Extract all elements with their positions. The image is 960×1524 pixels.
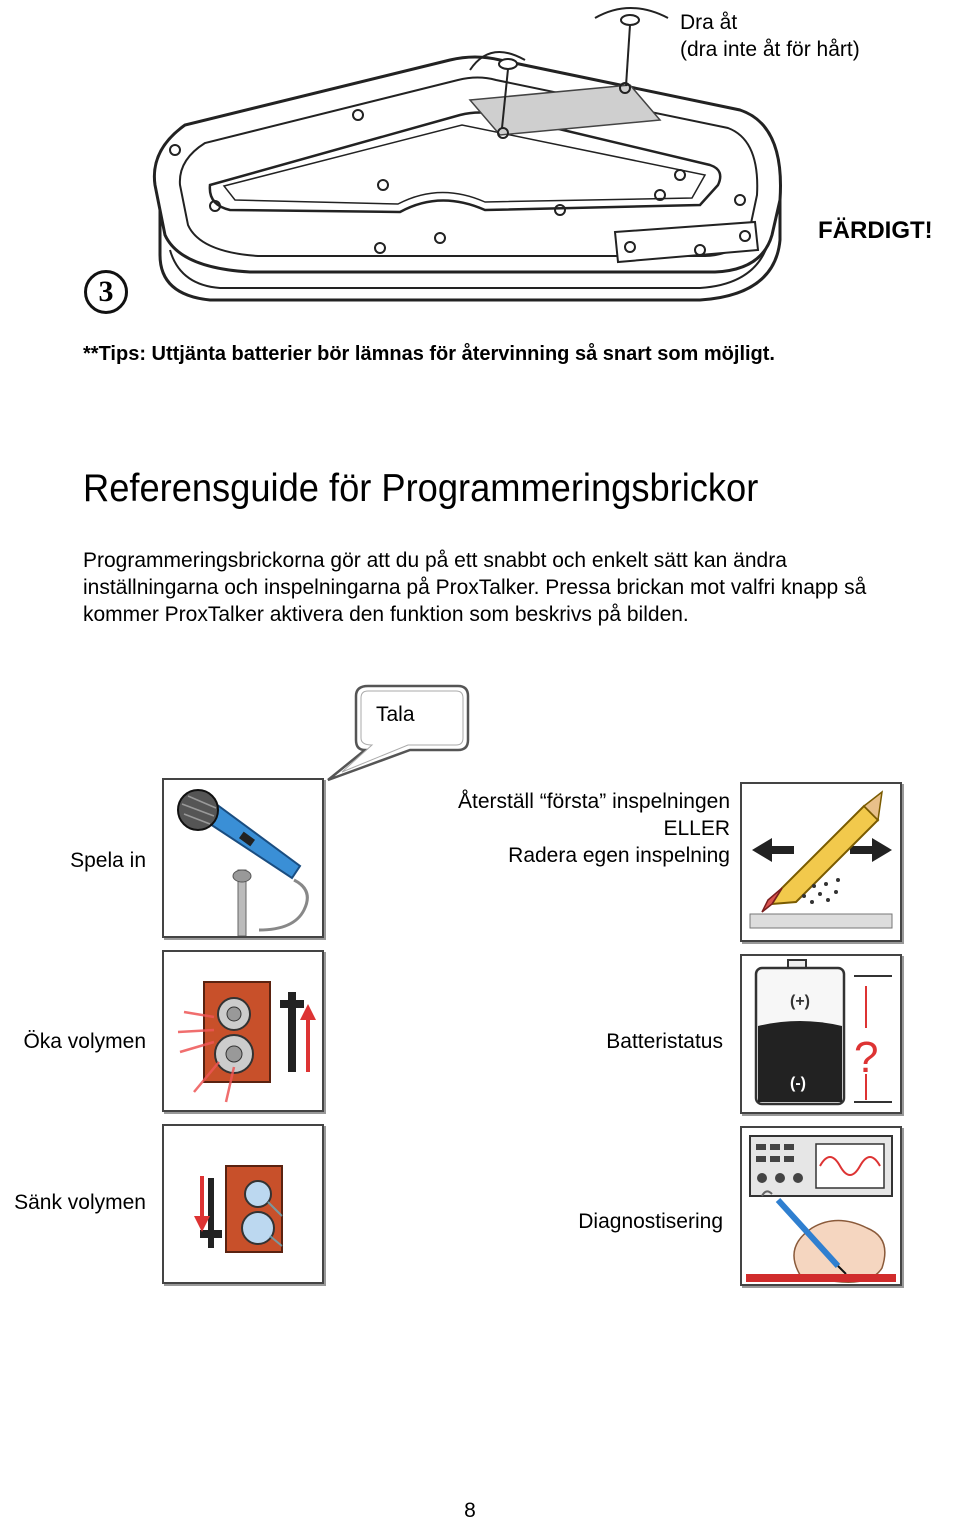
tighten-note: (dra inte åt för hårt) <box>680 38 860 61</box>
recycling-tip: **Tips: Uttjänta batterier bör lämnas fö… <box>83 343 775 365</box>
svg-text:(-): (-) <box>790 1075 806 1092</box>
svg-text:?: ? <box>854 1033 878 1082</box>
battery-label: Batteristatus <box>606 1030 723 1053</box>
record-card <box>162 778 324 938</box>
intro-line: inställningarna och inspelningarna på Pr… <box>83 576 867 599</box>
diagnostics-card <box>740 1126 902 1286</box>
section-title: Referensguide för Programmeringsbrickor <box>83 467 759 510</box>
svg-text:(+): (+) <box>790 993 810 1010</box>
reset-line: Återställ “första” inspelningen <box>458 790 730 813</box>
battery-icon: (+) (-) ? <box>754 959 892 1106</box>
speaker-volume-down-icon <box>194 1165 283 1253</box>
volume-down-label: Sänk volymen <box>14 1191 146 1214</box>
step-number-badge: 3 <box>84 270 128 314</box>
record-label: Spela in <box>70 849 146 872</box>
microphone-icon <box>177 789 309 936</box>
done-label: FÄRDIGT! <box>818 217 933 244</box>
page-number: 8 <box>464 1499 476 1522</box>
reset-label: Återställ “första” inspelningen ELLER Ra… <box>400 788 730 869</box>
volume-down-card <box>162 1124 324 1284</box>
reset-line: Radera egen inspelning <box>508 844 730 867</box>
reset-line: ELLER <box>663 817 730 840</box>
tighten-label: Dra åt <box>680 11 738 34</box>
volume-up-card <box>162 950 324 1112</box>
speech-bubble <box>327 684 470 782</box>
step-number: 3 <box>98 275 114 308</box>
device-illustration <box>152 7 782 302</box>
speaker-volume-up-icon <box>177 981 316 1103</box>
speak-label: Tala <box>376 703 415 726</box>
volume-up-label: Öka volymen <box>23 1030 146 1053</box>
reset-card <box>740 782 902 942</box>
diagnostics-label: Diagnostisering <box>578 1210 723 1233</box>
battery-card: (+) (-) ? <box>740 954 902 1114</box>
pencil-eraser-icon <box>749 790 893 929</box>
oscilloscope-icon <box>746 1135 896 1283</box>
intro-line: Programmeringsbrickorna gör att du på et… <box>83 549 787 572</box>
intro-line: kommer ProxTalker aktivera den funktion … <box>83 603 689 626</box>
intro-paragraph: Programmeringsbrickorna gör att du på et… <box>83 547 866 628</box>
